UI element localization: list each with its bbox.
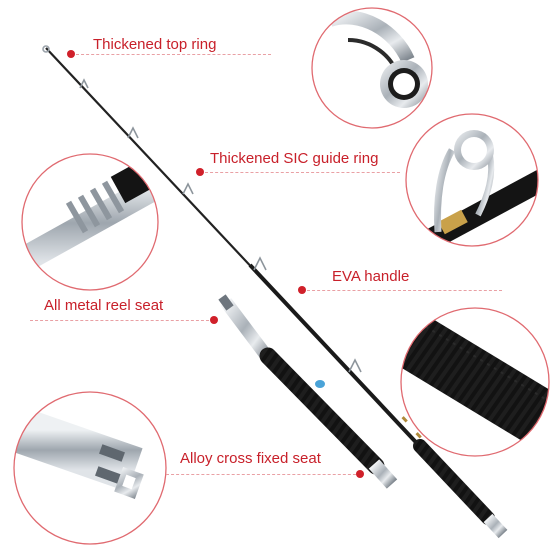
callout-label-guide-ring: Thickened SIC guide ring (210, 150, 379, 167)
callout-dot-guide-ring (196, 168, 204, 176)
detail-circle-guide-ring (405, 113, 539, 247)
callout-dot-top-ring (67, 50, 75, 58)
callout-dot-cross-seat (356, 470, 364, 478)
leader-line-top-ring (76, 54, 271, 55)
callout-label-top-ring: Thickened top ring (93, 36, 217, 53)
detail-circle-top-ring (311, 7, 433, 129)
callout-label-eva-handle: EVA handle (332, 268, 410, 285)
fishing-rod-butt-section (218, 294, 398, 489)
callout-label-reel-seat: All metal reel seat (44, 297, 164, 314)
detail-circle-eva-handle (400, 307, 550, 457)
leader-line-cross-seat (166, 474, 361, 475)
detail-circle-cross-seat (13, 391, 167, 545)
leader-line-reel-seat (30, 320, 214, 321)
callout-dot-eva-handle (298, 286, 306, 294)
leader-line-eva-handle (307, 290, 502, 291)
fishing-rod-main (42, 45, 508, 539)
callout-label-cross-seat: Alloy cross fixed seat (180, 450, 321, 467)
callout-dot-reel-seat (210, 316, 218, 324)
detail-circle-reel-seat (21, 153, 159, 291)
leader-line-guide-ring (205, 172, 400, 173)
